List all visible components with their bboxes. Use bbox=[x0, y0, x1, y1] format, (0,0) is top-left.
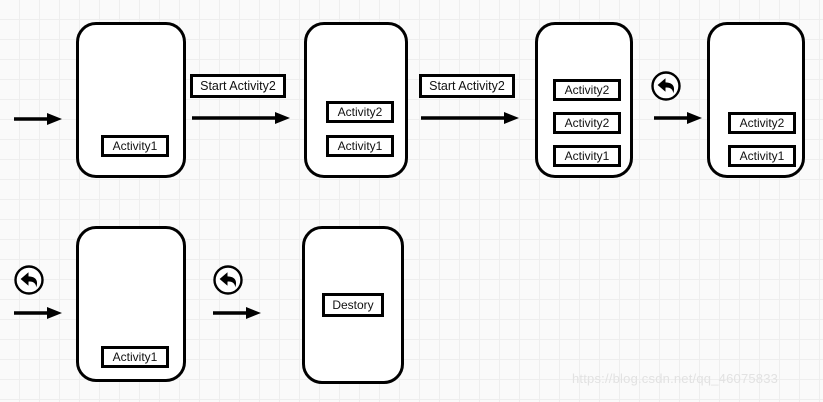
activity-chip: Activity1 bbox=[553, 145, 621, 167]
phone-frame-2: Activity2 Activity1 bbox=[304, 22, 408, 178]
destroy-chip: Destory bbox=[322, 293, 384, 317]
activity-chip: Activity1 bbox=[326, 135, 394, 157]
phone-frame-1: Activity1 bbox=[76, 22, 186, 178]
back-arrow-icon bbox=[650, 70, 682, 102]
transition-arrow-2 bbox=[421, 111, 519, 125]
transition-arrow-4 bbox=[14, 306, 62, 320]
phone-frame-6: Destory bbox=[302, 226, 404, 384]
start-activity2-label-2: Start Activity2 bbox=[419, 74, 515, 98]
activity-chip: Activity1 bbox=[101, 346, 169, 368]
transition-arrow-1 bbox=[192, 111, 290, 125]
activity-chip: Activity2 bbox=[553, 112, 621, 134]
back-arrow-icon bbox=[212, 264, 244, 296]
activity-chip: Activity1 bbox=[101, 135, 169, 157]
activity-chip: Activity2 bbox=[728, 112, 796, 134]
watermark: https://blog.csdn.net/qq_46075833 bbox=[572, 371, 779, 386]
activity-chip: Activity2 bbox=[326, 101, 394, 123]
back-arrow-icon bbox=[13, 264, 45, 296]
phone-frame-5: Activity1 bbox=[76, 226, 186, 382]
transition-arrow-5 bbox=[213, 306, 261, 320]
phone-frame-4: Activity2 Activity1 bbox=[707, 22, 805, 178]
phone-frame-3: Activity2 Activity2 Activity1 bbox=[535, 22, 633, 178]
activity-chip: Activity1 bbox=[728, 145, 796, 167]
entry-arrow bbox=[14, 112, 62, 126]
start-activity2-label-1: Start Activity2 bbox=[190, 74, 286, 98]
activity-chip: Activity2 bbox=[553, 79, 621, 101]
transition-arrow-3 bbox=[654, 111, 702, 125]
